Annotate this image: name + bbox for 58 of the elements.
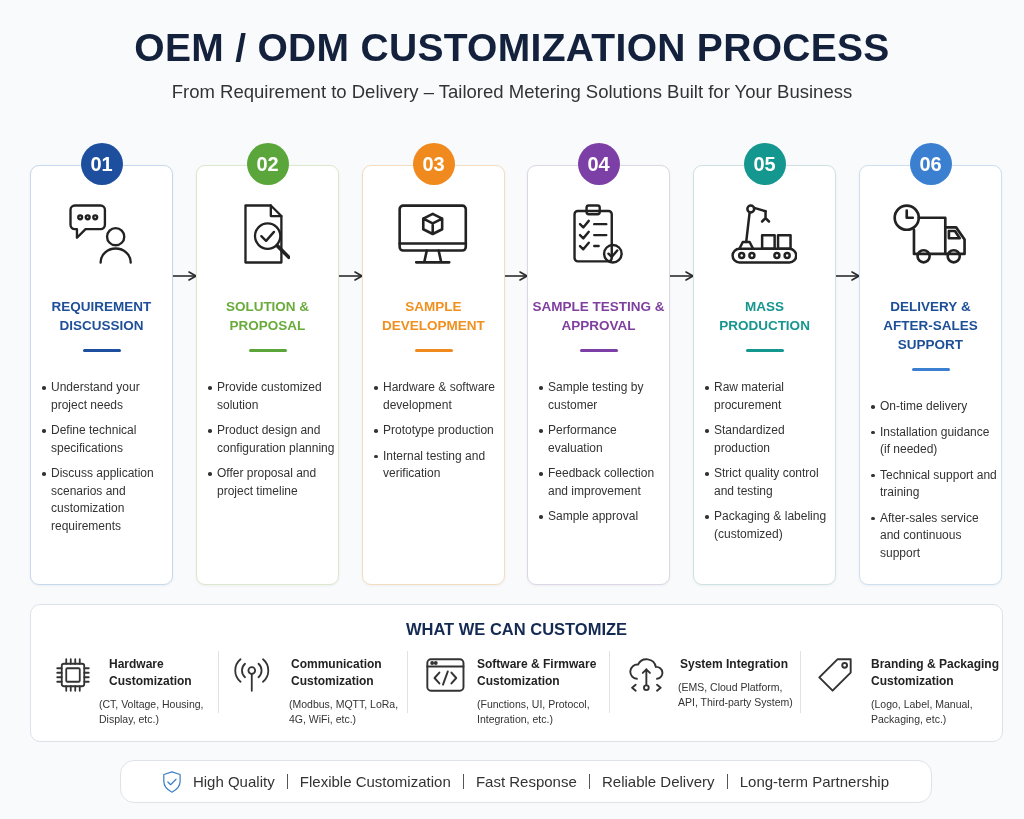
number-badge: 01 — [80, 143, 123, 185]
bullet-item: Prototype production — [373, 422, 494, 440]
feature-text: Reliable Delivery — [602, 773, 715, 790]
customization-panel — [30, 604, 1003, 742]
arrow — [835, 271, 860, 281]
number-badge: 03 — [412, 143, 455, 185]
bullet-item: Packaging & labeling (customized) — [704, 508, 834, 543]
step-heading: SAMPLE DEVELOPMENT — [381, 298, 486, 335]
item-description: (Functions, UI, Protocol, Integration, etc.) — [477, 697, 591, 727]
item-description: (CT, Voltage, Housing, Display, etc.) — [99, 697, 205, 727]
item-title: Hardware Customization — [109, 656, 193, 690]
item-title: Communication Customization — [291, 656, 383, 690]
bullet-item: Product design and configuration planning — [207, 422, 337, 457]
bullet-item: Technical support and training — [870, 466, 1000, 502]
step-heading: DELIVERY & AFTER-SALES SUPPORT — [882, 298, 979, 354]
page-title: OEM / ODM CUSTOMIZATION PROCESS — [134, 25, 890, 71]
bullet-item: Installation guidance (if needed) — [870, 423, 1000, 459]
arrow — [172, 271, 197, 281]
item-description: (EMS, Cloud Platform, API, Third-party System) — [678, 680, 794, 710]
number-badge: 05 — [743, 143, 786, 185]
item-description: (Logo, Label, Manual, Packaging, etc.) — [871, 697, 974, 727]
bullet-item: Standardized production — [704, 422, 834, 457]
bullet-item: Raw material procurement — [704, 379, 834, 414]
bullet-item: Feedback collection and improvement — [538, 465, 668, 500]
bullet-item: Strict quality control and testing — [704, 465, 834, 500]
step-heading: REQUIREMENT DISCUSSION — [50, 298, 153, 335]
arrow — [504, 271, 528, 281]
bullet-item: After-sales service and continuous support — [870, 509, 1000, 562]
bullet-item: On-time delivery — [870, 398, 968, 416]
feature-text: Long-term Partnership — [739, 773, 889, 790]
bullet-item: Hardware & software development — [373, 379, 503, 414]
item-description: (Modbus, MQTT, LoRa, 4G, WiFi, etc.) — [289, 697, 400, 727]
bullet-item: Understand your project needs — [41, 379, 171, 414]
number-badge: 04 — [577, 143, 620, 185]
bullet-item: Offer proposal and project timeline — [207, 465, 337, 500]
bullet-item: Define technical specifications — [41, 422, 171, 457]
feature-text: Fast Response — [475, 773, 577, 790]
subtitle: From Requirement to Delivery – Tailored Metering Solutions Built for Your Business — [171, 81, 853, 103]
step-heading: MASS PRODUCTION — [718, 298, 811, 335]
item-title: Software & Firmware Customization — [477, 656, 598, 690]
number-badge: 02 — [246, 143, 289, 185]
feature-text: High Quality — [192, 773, 275, 790]
bullet-item: Discuss application scenarios and customization requirements — [41, 465, 171, 535]
feature-text: Flexible Customization — [299, 773, 451, 790]
arrow — [338, 271, 363, 281]
bullet-item: Sample testing by customer — [538, 379, 668, 414]
step-heading: SAMPLE TESTING & APPROVAL — [531, 298, 666, 335]
bullet-item: Internal testing and verification — [373, 447, 503, 483]
feature-strip — [120, 760, 932, 803]
bullet-item: Performance evaluation — [538, 422, 668, 457]
section-heading: WHAT WE CAN CUSTOMIZE — [405, 619, 628, 639]
arrow — [669, 271, 694, 281]
number-badge: 06 — [909, 143, 952, 185]
step-heading: SOLUTION & PROPOSAL — [224, 298, 311, 335]
bullet-item: Provide customized solution — [207, 379, 337, 414]
item-title: System Integration — [680, 656, 790, 673]
item-title: Branding & Packaging Customization — [871, 656, 1000, 690]
bullet-item: Sample approval — [538, 508, 639, 526]
